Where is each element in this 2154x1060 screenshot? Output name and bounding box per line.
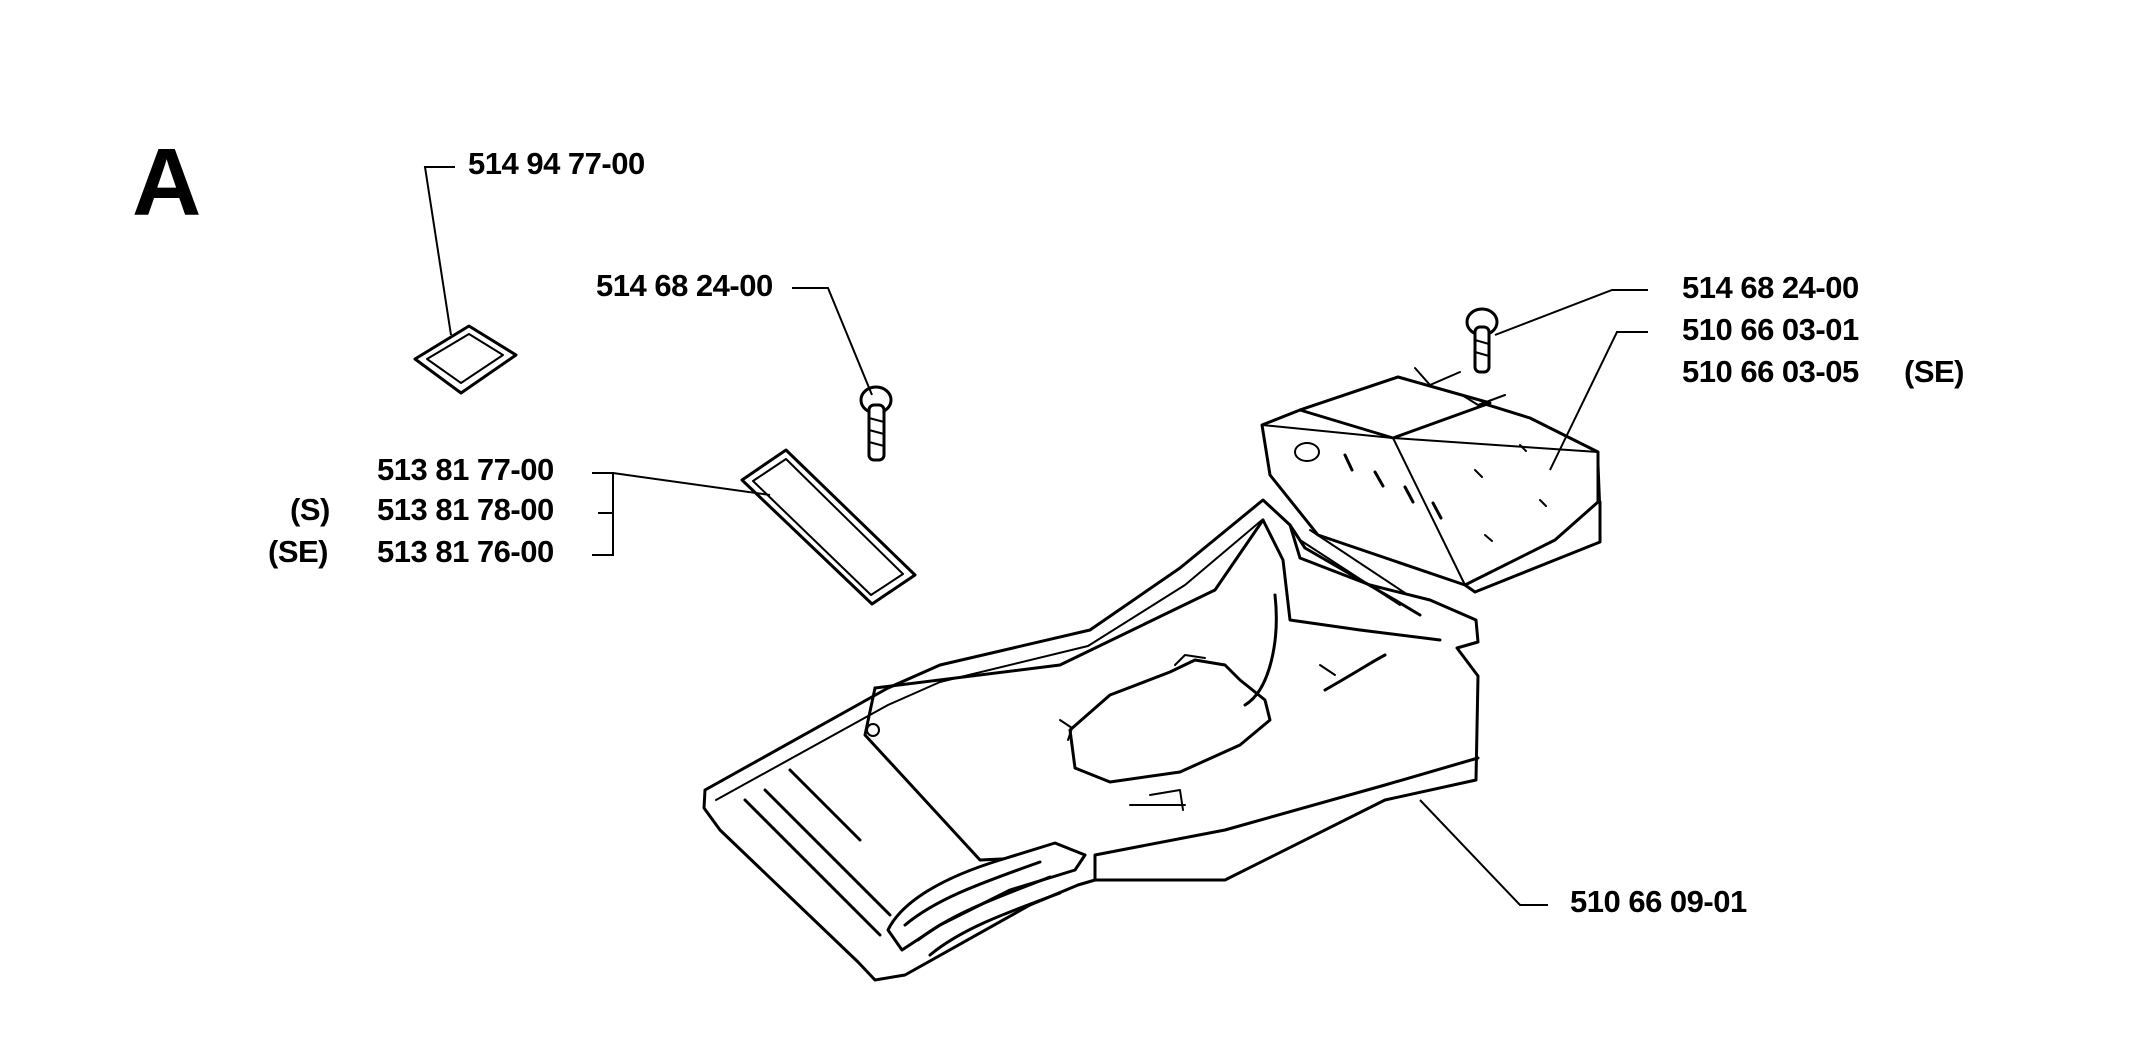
leader-decal-rect <box>612 472 771 496</box>
screw-right <box>1465 307 1499 374</box>
leader-screw-left <box>792 287 873 396</box>
housing <box>702 498 1480 982</box>
bracket-decal-variants <box>592 472 614 556</box>
callout-decal-s[interactable]: 513 81 78-00 <box>377 492 554 527</box>
decal-square <box>413 324 518 395</box>
leader-housing <box>1419 799 1548 906</box>
cover-plate <box>1260 367 1602 594</box>
decal-rectangle <box>740 448 917 606</box>
tag-decal-se: (SE) <box>268 534 328 569</box>
callout-cover-se[interactable]: 510 66 03-05 <box>1682 354 1859 389</box>
section-letter: A <box>132 129 201 236</box>
callout-screw-right[interactable]: 514 68 24-00 <box>1682 270 1859 305</box>
screw-left <box>859 385 893 462</box>
callout-decal-top[interactable]: 514 94 77-00 <box>468 146 645 181</box>
callout-decal-se[interactable]: 513 81 76-00 <box>377 534 554 569</box>
tag-decal-s: (S) <box>290 492 330 527</box>
tag-cover-se: (SE) <box>1904 354 1964 389</box>
callout-decal-std[interactable]: 513 81 77-00 <box>377 452 554 487</box>
callout-housing[interactable]: 510 66 09-01 <box>1570 884 1747 919</box>
callout-cover-std[interactable]: 510 66 03-01 <box>1682 312 1859 347</box>
leader-cover <box>1549 331 1648 471</box>
leader-decal-top <box>423 166 455 336</box>
leader-screw-right <box>1494 289 1648 336</box>
callout-screw-left[interactable]: 514 68 24-00 <box>596 268 773 303</box>
